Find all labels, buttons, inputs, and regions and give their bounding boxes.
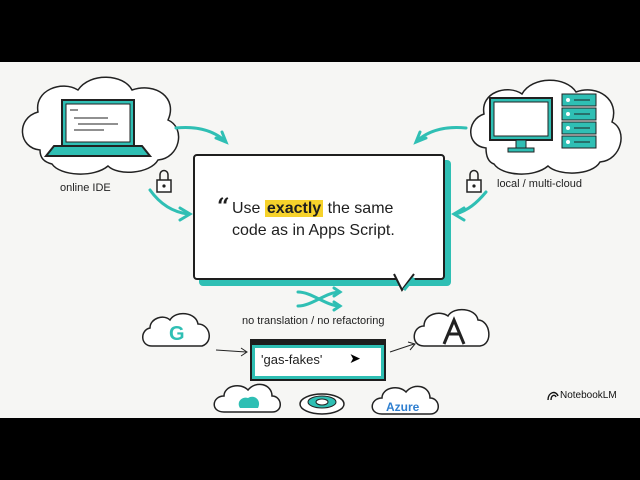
callout-tail-icon <box>393 273 416 292</box>
arrow-icons <box>148 126 488 222</box>
quote-text-post: the same <box>323 200 394 217</box>
quote-mark-icon: “ <box>217 194 230 220</box>
cloud-icon <box>213 383 281 413</box>
diagram-artwork <box>21 76 622 415</box>
quote-highlight: exactly <box>264 200 324 217</box>
local-cloud-label: local / multi-cloud <box>497 178 582 190</box>
disk-icon <box>299 393 345 415</box>
online-ide-label: online IDE <box>60 182 111 194</box>
aws-cloud-icon <box>413 308 490 347</box>
quote-line-2: code as in Apps Script. <box>232 222 395 239</box>
server-icon <box>561 93 597 149</box>
notebooklm-logo-icon <box>547 391 559 401</box>
quote-line-1: Use exactly the same <box>232 200 393 218</box>
lock-icon <box>466 169 482 193</box>
google-letter: G <box>169 323 185 345</box>
package-name: 'gas-fakes' <box>261 352 323 367</box>
translation-label: no translation / no refactoring <box>242 315 385 327</box>
quote-callout: “ Use exactly the same code as in Apps S… <box>193 154 445 280</box>
shuffle-icon <box>296 286 343 312</box>
cursor-icon: ➤ <box>349 350 361 366</box>
brand-label: NotebookLM <box>560 390 617 401</box>
google-cloud-icon <box>142 312 210 347</box>
diagram-canvas: online IDE local / multi-cloud “ Use exa… <box>0 62 640 418</box>
azure-cloud-icon <box>371 385 439 415</box>
lock-icon <box>156 169 172 193</box>
quote-text-pre: Use <box>232 200 265 217</box>
laptop-icon <box>43 99 153 157</box>
azure-label: Azure <box>386 400 420 414</box>
package-box: 'gas-fakes' ➤ <box>250 339 386 381</box>
monitor-icon <box>489 97 553 153</box>
